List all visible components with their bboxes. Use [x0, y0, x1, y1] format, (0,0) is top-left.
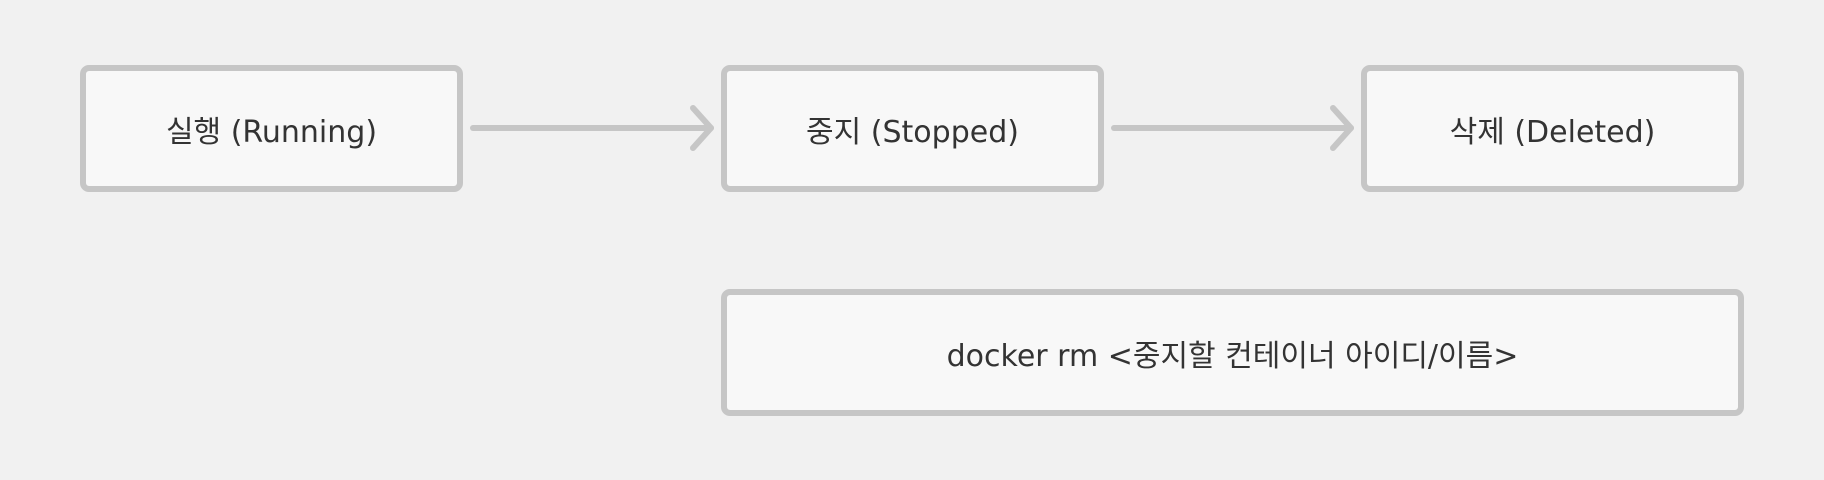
- state-running-label: 실행 (Running): [165, 114, 378, 150]
- command-box: docker rm <중지할 컨테이너 아이디/이름>: [721, 289, 1744, 416]
- state-stopped-box: 중지 (Stopped): [721, 65, 1104, 192]
- state-running-box: 실행 (Running): [80, 65, 463, 192]
- state-deleted-label: 삭제 (Deleted): [1449, 114, 1656, 150]
- state-deleted-box: 삭제 (Deleted): [1361, 65, 1744, 192]
- arrow-running-to-stopped: [470, 105, 714, 151]
- command-label: docker rm <중지할 컨테이너 아이디/이름>: [946, 338, 1519, 374]
- state-stopped-label: 중지 (Stopped): [806, 114, 1019, 150]
- arrow-stopped-to-deleted: [1111, 105, 1354, 151]
